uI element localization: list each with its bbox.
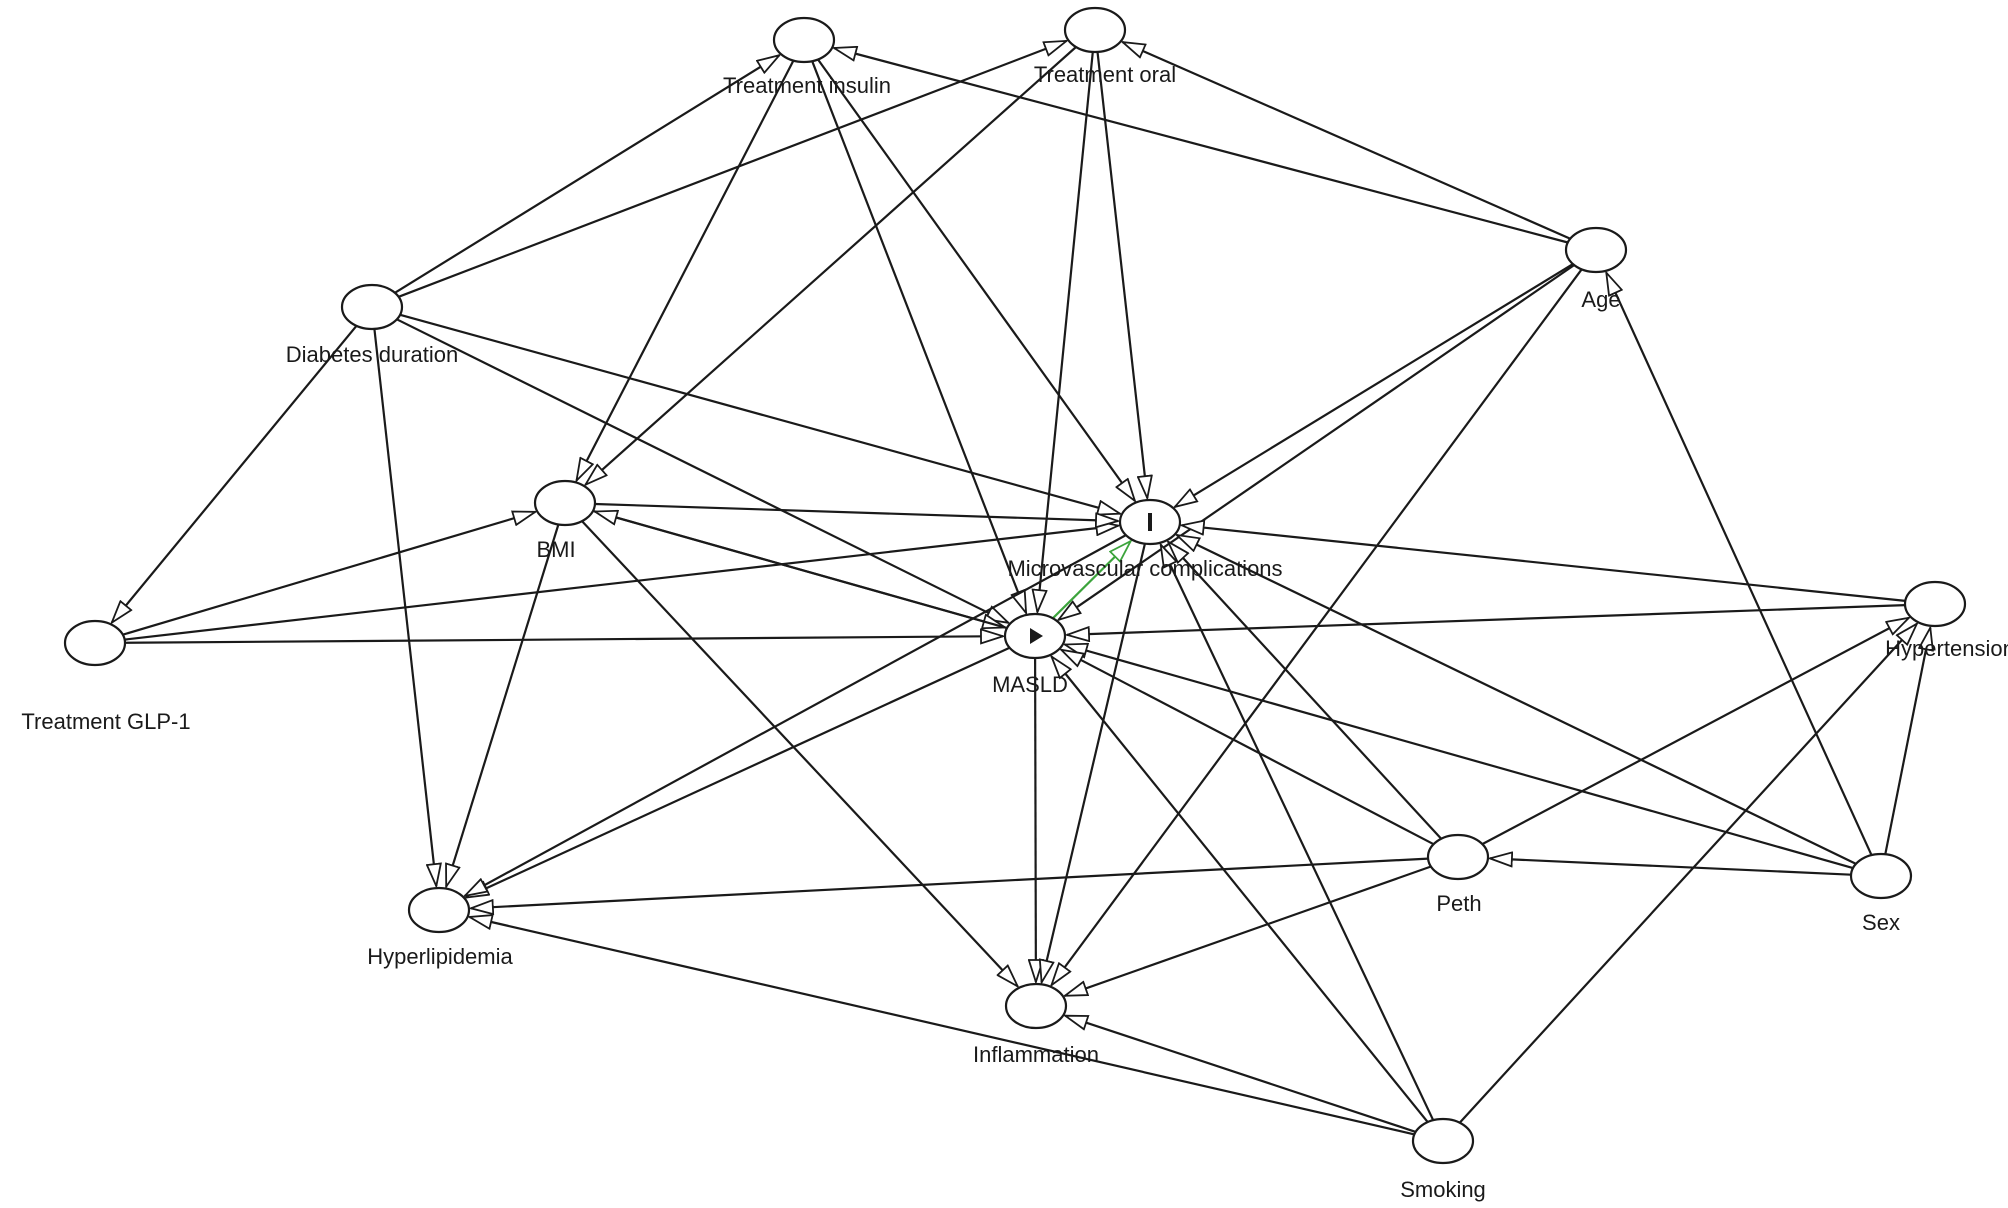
edge-smoking-to-inflammation bbox=[1065, 1014, 1417, 1133]
edge-peth-to-microvascular bbox=[1168, 542, 1443, 840]
node-bmi[interactable]: BMI bbox=[533, 479, 597, 562]
node-microvascular[interactable]: Microvascular complications bbox=[1007, 498, 1283, 581]
nodes-layer: Treatment insulin Treatment oralAgeDiabet… bbox=[21, 6, 2008, 1202]
node-diabetes-duration-shape[interactable] bbox=[340, 283, 404, 331]
edge-sex-to-masld bbox=[1065, 645, 1854, 870]
node-smoking[interactable]: Smoking bbox=[1400, 1117, 1486, 1202]
edge-diabetes-duration-to-treatment-insulin bbox=[394, 55, 780, 294]
edge-masld-to-inflammation bbox=[1035, 657, 1036, 982]
edge-bmi-to-hyperlipidemia bbox=[446, 524, 560, 887]
edges-layer bbox=[112, 41, 1931, 1136]
node-peth-shape[interactable] bbox=[1426, 833, 1490, 881]
edge-diabetes-duration-to-masld bbox=[396, 318, 1009, 623]
node-age-label: Age bbox=[1581, 287, 1620, 312]
node-treatment-glp1-shape[interactable] bbox=[63, 619, 127, 667]
node-treatment-insulin-shape[interactable] bbox=[772, 16, 836, 64]
node-treatment-oral-label: Treatment oral bbox=[1034, 62, 1176, 87]
edge-treatment-oral-to-bmi bbox=[586, 46, 1077, 485]
node-inflammation-shape[interactable] bbox=[1004, 982, 1068, 1030]
edge-sex-to-peth bbox=[1490, 858, 1852, 876]
edge-sex-to-age bbox=[1606, 273, 1873, 856]
node-bmi-shape[interactable] bbox=[533, 479, 597, 527]
node-inflammation[interactable]: Inflammation bbox=[973, 982, 1099, 1067]
edge-peth-to-masld bbox=[1061, 650, 1435, 846]
node-sex-label: Sex bbox=[1862, 910, 1900, 935]
edge-diabetes-duration-to-treatment-oral bbox=[398, 41, 1067, 298]
node-masld-label: MASLD bbox=[992, 672, 1068, 697]
node-treatment-glp1[interactable]: Treatment GLP-1 bbox=[21, 619, 191, 734]
edge-hypertension-to-masld bbox=[1067, 604, 1906, 635]
node-hyperlipidemia-label: Hyperlipidemia bbox=[367, 944, 513, 969]
node-peth[interactable]: Peth bbox=[1426, 833, 1490, 916]
edge-peth-to-hyperlipidemia bbox=[471, 857, 1429, 909]
edge-treatment-oral-to-masld bbox=[1037, 51, 1094, 612]
edge-peth-to-inflammation bbox=[1065, 865, 1432, 997]
exposure-marker-icon bbox=[1030, 628, 1043, 644]
node-inflammation-label: Inflammation bbox=[973, 1042, 1099, 1067]
node-hyperlipidemia[interactable]: Hyperlipidemia bbox=[367, 886, 514, 969]
node-bmi-label: BMI bbox=[536, 537, 575, 562]
node-hypertension-shape[interactable] bbox=[1903, 580, 1967, 628]
node-age-shape[interactable] bbox=[1564, 226, 1628, 274]
edge-smoking-to-microvascular bbox=[1161, 545, 1435, 1121]
edge-bmi-to-microvascular bbox=[594, 502, 1118, 521]
edge-treatment-oral-to-microvascular bbox=[1096, 51, 1148, 498]
edge-masld-to-microvascular bbox=[1052, 541, 1131, 620]
node-hypertension[interactable]: Hypertension bbox=[1885, 580, 2008, 661]
node-hyperlipidemia-shape[interactable] bbox=[407, 886, 471, 934]
edge-bmi-to-inflammation bbox=[581, 520, 1018, 986]
edge-age-to-inflammation bbox=[1052, 268, 1583, 985]
edge-age-to-microvascular bbox=[1175, 263, 1574, 507]
edge-treatment-insulin-to-microvascular bbox=[817, 58, 1135, 501]
node-smoking-label: Smoking bbox=[1400, 1177, 1486, 1202]
node-age[interactable]: Age bbox=[1564, 226, 1628, 312]
node-smoking-shape[interactable] bbox=[1411, 1117, 1475, 1165]
edge-microvascular-to-hyperlipidemia bbox=[465, 534, 1127, 896]
edge-treatment-glp1-to-microvascular bbox=[124, 526, 1119, 641]
edge-smoking-to-hyperlipidemia bbox=[470, 917, 1415, 1136]
edge-diabetes-duration-to-treatment-glp1 bbox=[112, 325, 358, 623]
edge-peth-to-hypertension bbox=[1481, 618, 1909, 846]
edge-age-to-treatment-oral bbox=[1123, 42, 1571, 240]
edge-masld-to-hyperlipidemia bbox=[466, 646, 1011, 898]
node-sex[interactable]: Sex bbox=[1849, 852, 1913, 935]
edge-smoking-to-hypertension bbox=[1458, 624, 1917, 1124]
node-microvascular-label: Microvascular complications bbox=[1007, 556, 1282, 581]
edge-treatment-glp1-to-bmi bbox=[122, 512, 536, 636]
node-sex-shape[interactable] bbox=[1849, 852, 1913, 900]
edge-treatment-insulin-to-bmi bbox=[577, 60, 795, 481]
node-diabetes-duration-label: Diabetes duration bbox=[286, 342, 458, 367]
edge-microvascular-to-inflammation bbox=[1042, 543, 1146, 983]
node-treatment-insulin-label: Treatment insulin bbox=[723, 73, 891, 98]
edge-sex-to-hypertension bbox=[1884, 628, 1930, 855]
edge-sex-to-microvascular bbox=[1177, 535, 1857, 865]
node-treatment-oral-shape[interactable] bbox=[1063, 6, 1127, 54]
node-diabetes-duration[interactable]: Diabetes duration bbox=[286, 283, 458, 367]
edge-smoking-to-masld bbox=[1052, 657, 1429, 1123]
edge-hypertension-to-microvascular bbox=[1182, 525, 1906, 602]
edge-treatment-glp1-to-masld bbox=[124, 636, 1003, 643]
edge-diabetes-duration-to-microvascular bbox=[399, 313, 1120, 514]
node-treatment-oral[interactable]: Treatment oral bbox=[1034, 6, 1176, 87]
node-treatment-insulin[interactable]: Treatment insulin bbox=[723, 16, 891, 98]
node-hypertension-label: Hypertension bbox=[1885, 636, 2008, 661]
outcome-marker-icon bbox=[1148, 513, 1152, 531]
node-treatment-glp1-label: Treatment GLP-1 bbox=[21, 709, 190, 734]
node-masld[interactable]: MASLD bbox=[992, 612, 1068, 697]
edge-age-to-treatment-insulin bbox=[834, 48, 1569, 244]
edge-age-to-masld bbox=[1059, 264, 1575, 620]
edge-masld-to-bmi bbox=[595, 512, 1008, 630]
edge-treatment-insulin-to-masld bbox=[811, 60, 1026, 613]
node-peth-label: Peth bbox=[1436, 891, 1481, 916]
